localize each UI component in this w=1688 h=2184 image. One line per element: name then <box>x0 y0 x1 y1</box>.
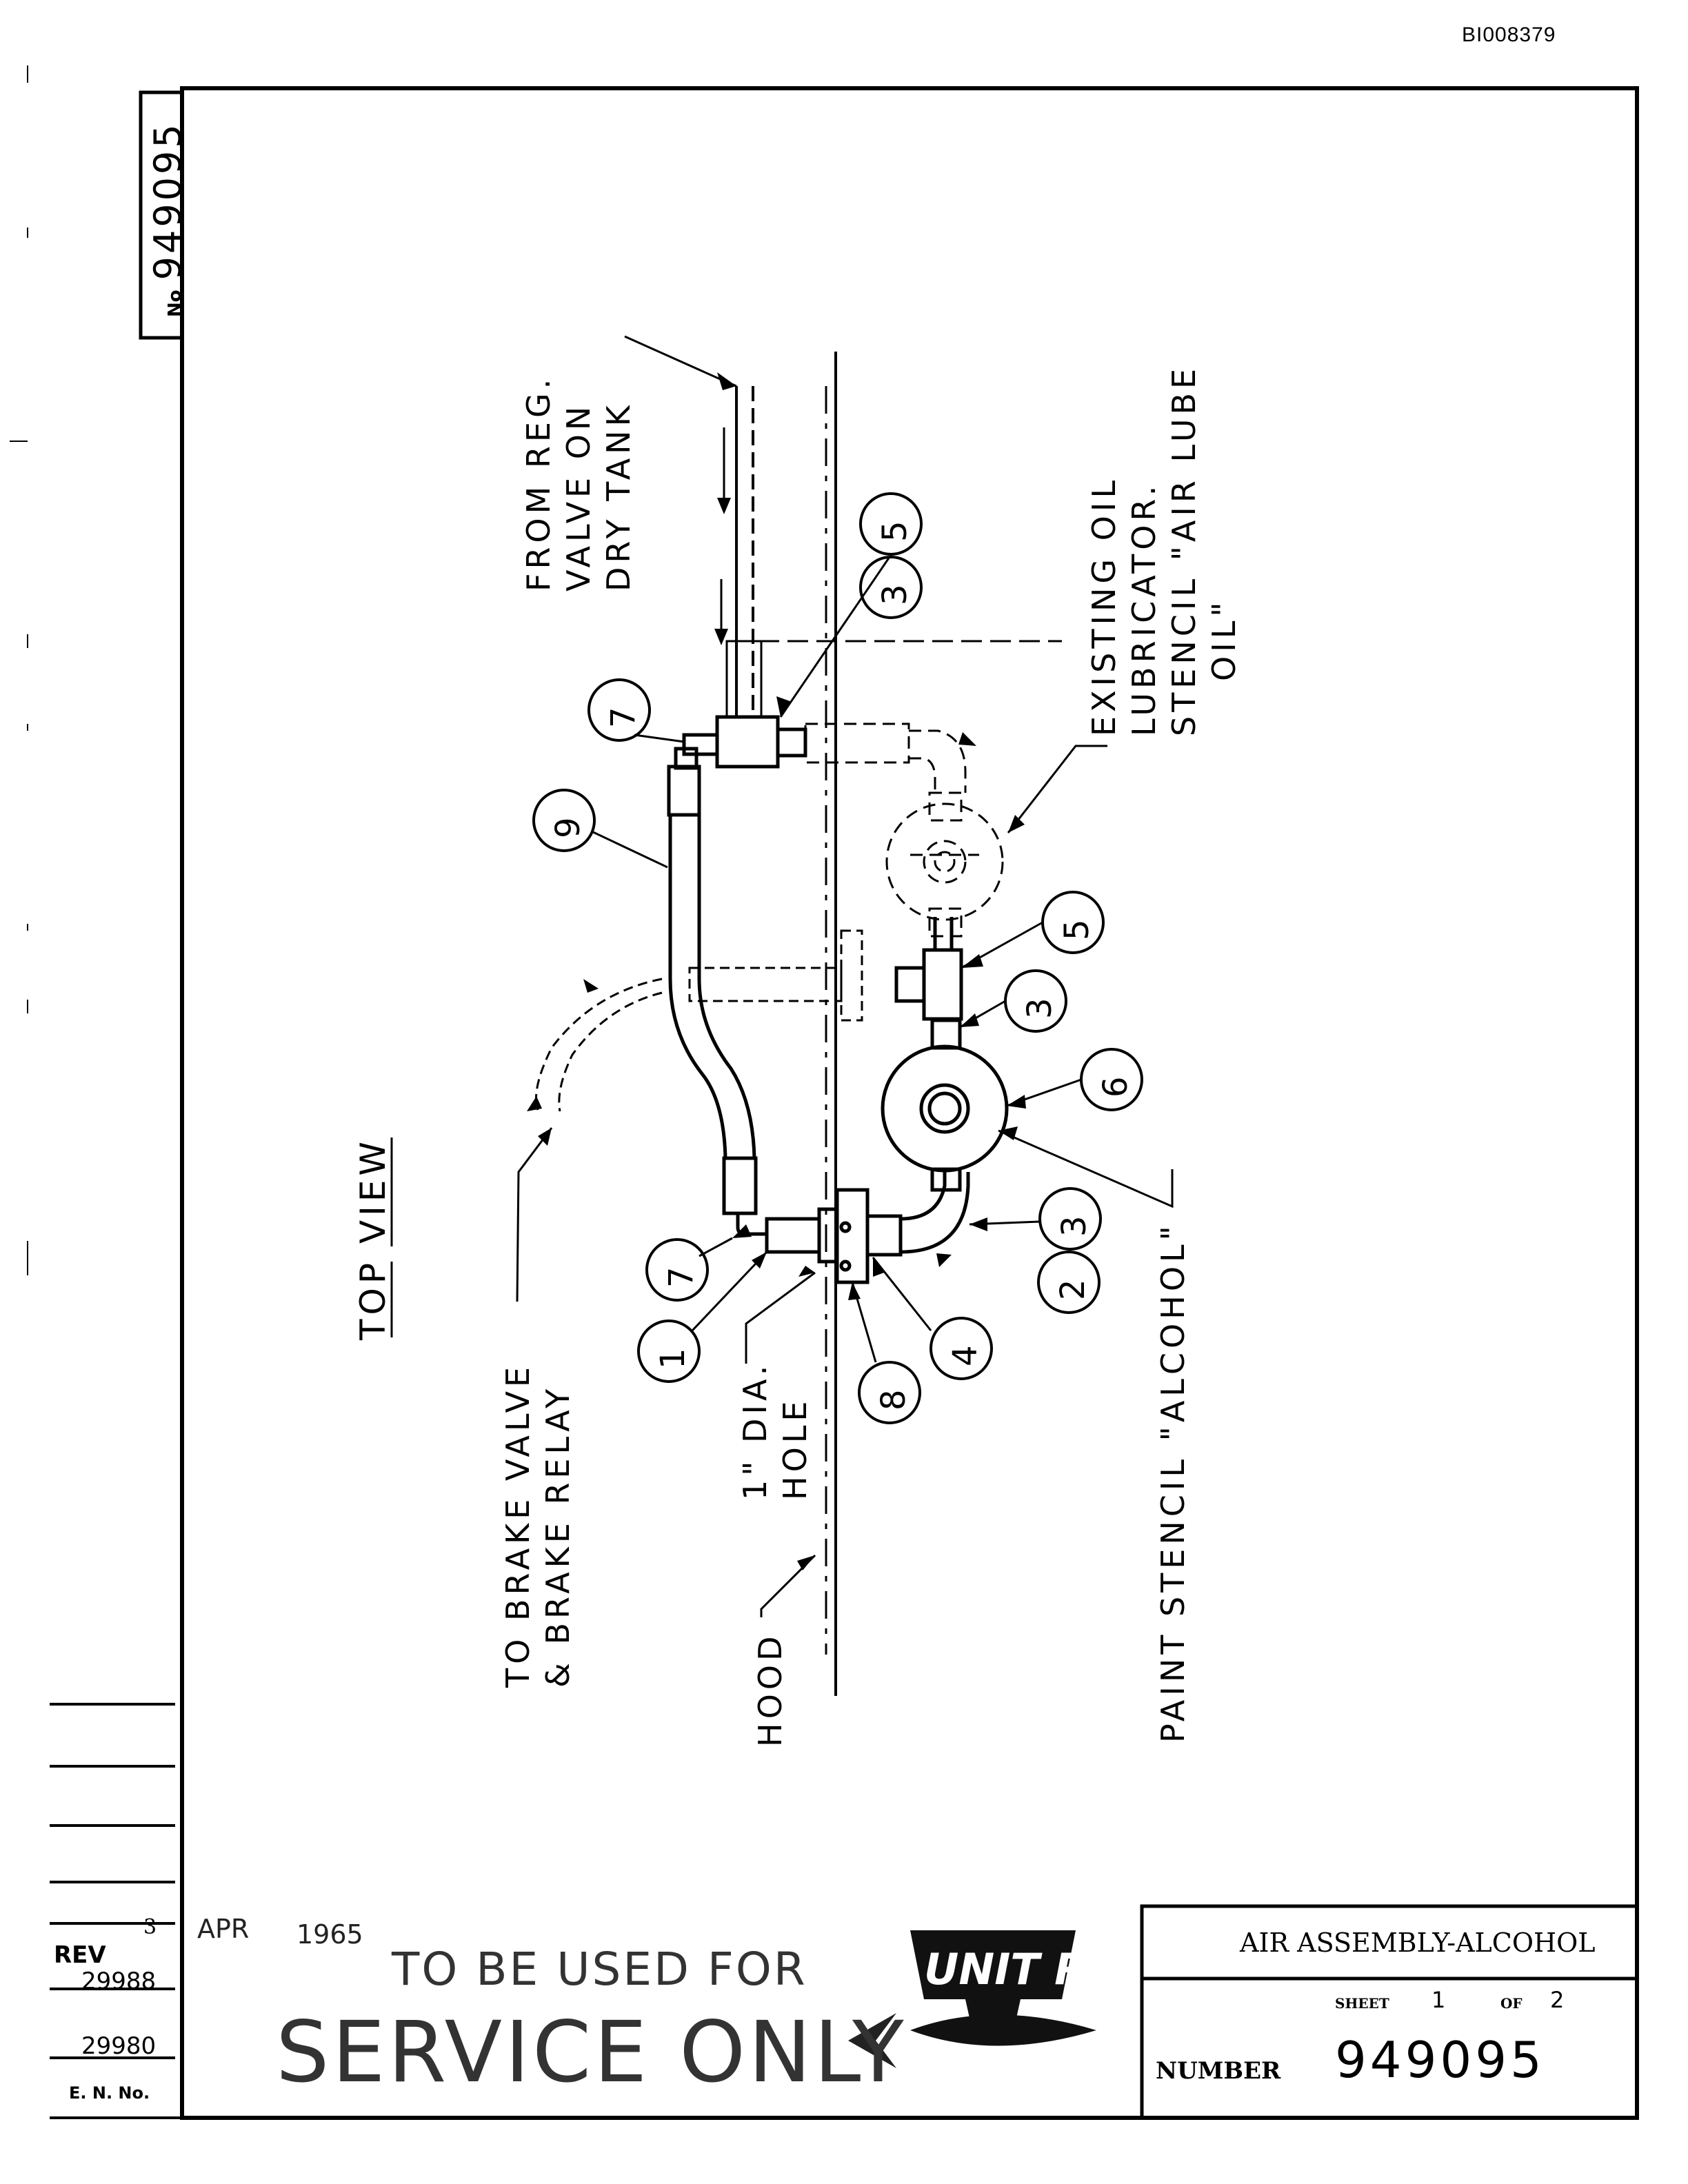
sheet-border <box>180 86 1639 2120</box>
balloon-9: 9 <box>549 817 587 838</box>
document-id: BI008379 <box>1462 23 1556 46</box>
sheet-label: SHEET <box>1335 1995 1389 2012</box>
sheet-number: 1 <box>1431 1987 1446 2013</box>
middle-branch-hidden <box>535 929 863 1112</box>
balloon-5b: 5 <box>1058 919 1096 940</box>
rev-label: REV <box>54 1941 106 1969</box>
side-number-box <box>139 90 182 340</box>
rev-row-2: 29980 <box>81 2032 157 2060</box>
view-title: TOP VIEW <box>353 1138 393 1340</box>
dia-hole-note: 1" DIA. HOLE <box>735 1362 815 1500</box>
en-label: E. N. No. <box>69 2083 150 2103</box>
from-reg-line-2: VALVE ON <box>560 402 597 592</box>
balloon-3c: 3 <box>1055 1215 1094 1237</box>
drawing-title: AIR ASSEMBLY-ALCOHOL <box>1240 1928 1596 1958</box>
side-number-prefix: No <box>165 290 185 317</box>
balloon-7a: 7 <box>604 707 643 728</box>
balloon-2: 2 <box>1054 1279 1092 1300</box>
date-month: APR <box>197 1914 250 1944</box>
number-label: NUMBER <box>1156 2057 1281 2085</box>
unit-rig-logo <box>910 1930 1096 2046</box>
hood-line <box>825 352 837 1696</box>
to-brake-line-1: TO BRAKE VALVE <box>499 1362 536 1688</box>
from-reg-note: FROM REG. VALVE ON DRY TANK <box>519 375 639 592</box>
title-block-frame <box>1140 1904 1639 2120</box>
sheet-total: 2 <box>1550 1987 1565 2013</box>
from-reg-line-1: FROM REG. <box>520 374 557 592</box>
balloon-6: 6 <box>1096 1076 1135 1098</box>
paint-stencil-note: PAINT STENCIL "ALCOHOL" <box>1154 1222 1192 1743</box>
existing-line-3: STENCIL "AIR LUBE <box>1165 364 1203 736</box>
balloon-3b: 3 <box>1021 998 1059 1019</box>
existing-line-2: LUBRICATOR. <box>1125 481 1163 736</box>
hood-label: HOOD <box>752 1632 789 1747</box>
balloon-4: 4 <box>946 1345 985 1366</box>
existing-line-4: OIL" <box>1205 598 1243 681</box>
rev-number: 3 <box>143 1915 157 1939</box>
service-stamp-line-2: SERVICE ONLY <box>276 2003 907 2101</box>
balloon-3a: 3 <box>876 584 914 605</box>
existing-lubricator-note: EXISTING OIL LUBRICATOR. STENCIL "AIR LU… <box>1084 365 1244 736</box>
flow-arrows <box>714 498 731 645</box>
incoming-air-line <box>725 386 763 718</box>
top-tee <box>682 715 807 769</box>
to-brake-note: TO BRAKE VALVE & BRAKE RELAY <box>498 1363 578 1688</box>
drawing-number: 949095 <box>1335 2031 1545 2089</box>
flexible-hose <box>667 747 758 1215</box>
dia-hole-line-2: HOLE <box>776 1397 814 1501</box>
revision-block-lines <box>50 1703 182 2119</box>
side-number: No 949095 <box>146 121 190 317</box>
date-year: 1965 <box>297 1919 363 1950</box>
alcohol-tee <box>894 917 963 1021</box>
balloon-7b: 7 <box>662 1266 701 1288</box>
service-stamp-line-1: TO BE USED FOR <box>392 1943 807 1996</box>
stamp-arrow <box>848 2013 896 2068</box>
rev-row-1: 29988 <box>81 1968 157 1995</box>
from-reg-line-3: DRY TANK <box>600 401 637 592</box>
to-brake-line-2: & BRAKE RELAY <box>539 1384 576 1688</box>
balloon-5a: 5 <box>876 520 914 542</box>
dia-hole-line-1: 1" DIA. <box>736 1361 774 1500</box>
side-number-value: 949095 <box>146 121 190 281</box>
lubricator-hidden-lines <box>804 722 1004 938</box>
balloon-1: 1 <box>654 1348 692 1369</box>
margin-ticks <box>10 65 28 1275</box>
arrowheads <box>527 372 1026 1570</box>
logo-text: UNIT RIG <box>924 1944 1138 1994</box>
balloon-8: 8 <box>874 1389 913 1410</box>
existing-line-1: EXISTING OIL <box>1085 476 1123 736</box>
of-label: OF <box>1500 1995 1523 2012</box>
alcohol-evaporator <box>881 1018 1009 1192</box>
